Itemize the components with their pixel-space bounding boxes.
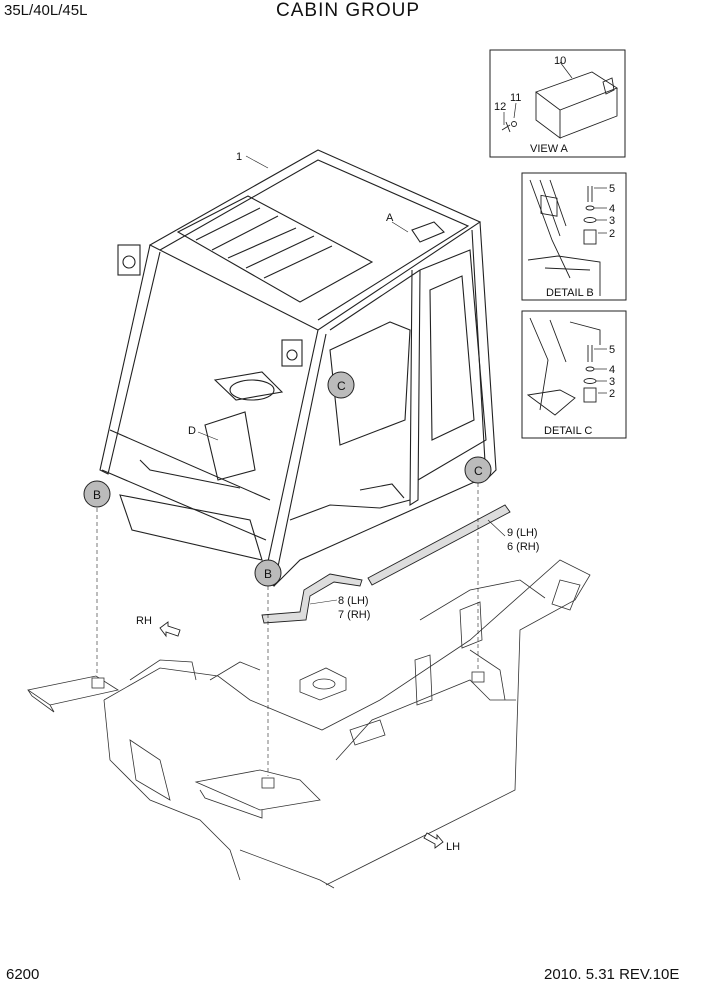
callout-8-lh: 8 (LH) xyxy=(338,595,369,607)
detail-marker-c-2 xyxy=(464,456,492,484)
page-title: CABIN GROUP xyxy=(276,0,421,21)
callout-1: 1 xyxy=(236,151,242,163)
detail-marker-c-1 xyxy=(327,371,355,399)
page-number: 6200 xyxy=(6,966,40,983)
mount-blocks xyxy=(91,671,485,789)
callout-7-rh: 7 (RH) xyxy=(338,609,370,621)
detail-marker-b-1 xyxy=(83,480,111,508)
detail-marker-b-2-label: B xyxy=(264,567,272,581)
callout-11: 11 xyxy=(510,92,521,104)
callout-12: 12 xyxy=(494,101,506,113)
callout-3-c: 3 xyxy=(609,376,615,388)
detail-c-frame xyxy=(521,310,627,439)
callout-10: 10 xyxy=(554,55,566,67)
callout-5-c: 5 xyxy=(609,344,615,356)
model-label: 35L/40L/45L xyxy=(4,2,88,19)
callout-6-rh: 6 (RH) xyxy=(507,541,539,553)
callout-d: D xyxy=(188,425,196,437)
detail-marker-b-2 xyxy=(254,559,282,587)
callout-4-c: 4 xyxy=(609,364,615,376)
callout-a: A xyxy=(386,212,394,224)
rh-arrow-icon xyxy=(159,621,181,638)
cabin-frame-drawing xyxy=(99,149,497,587)
detail-marker-c-1-label: C xyxy=(337,379,346,393)
seal-strip-drawing xyxy=(261,504,511,624)
callout-2-c: 2 xyxy=(609,388,615,400)
callout-4-b: 4 xyxy=(609,203,615,215)
callout-leaders xyxy=(197,155,506,605)
revision-date: 2010. 5.31 REV.10E xyxy=(544,966,680,983)
detail-b-label: DETAIL B xyxy=(546,287,594,299)
callout-3-b: 3 xyxy=(609,215,615,227)
chassis-drawing xyxy=(26,559,591,889)
direction-lh-label: LH xyxy=(446,841,460,853)
detail-c-drawing xyxy=(526,317,601,416)
view-a-label: VIEW A xyxy=(530,143,569,155)
detail-marker-c-2-label: C xyxy=(474,464,483,478)
callout-5-b: 5 xyxy=(609,183,615,195)
direction-rh-label: RH xyxy=(136,615,152,627)
mount-leaders xyxy=(96,483,479,776)
detail-b-drawing xyxy=(527,179,601,296)
callout-9-lh: 9 (LH) xyxy=(507,527,538,539)
callout-2-b: 2 xyxy=(609,228,615,240)
detail-marker-b-1-label: B xyxy=(93,488,101,502)
detail-b-frame xyxy=(521,172,627,301)
detail-c-label: DETAIL C xyxy=(544,425,592,437)
radio-unit-drawing xyxy=(501,71,618,217)
lh-arrow-icon xyxy=(423,832,444,849)
view-a-frame xyxy=(489,49,626,158)
